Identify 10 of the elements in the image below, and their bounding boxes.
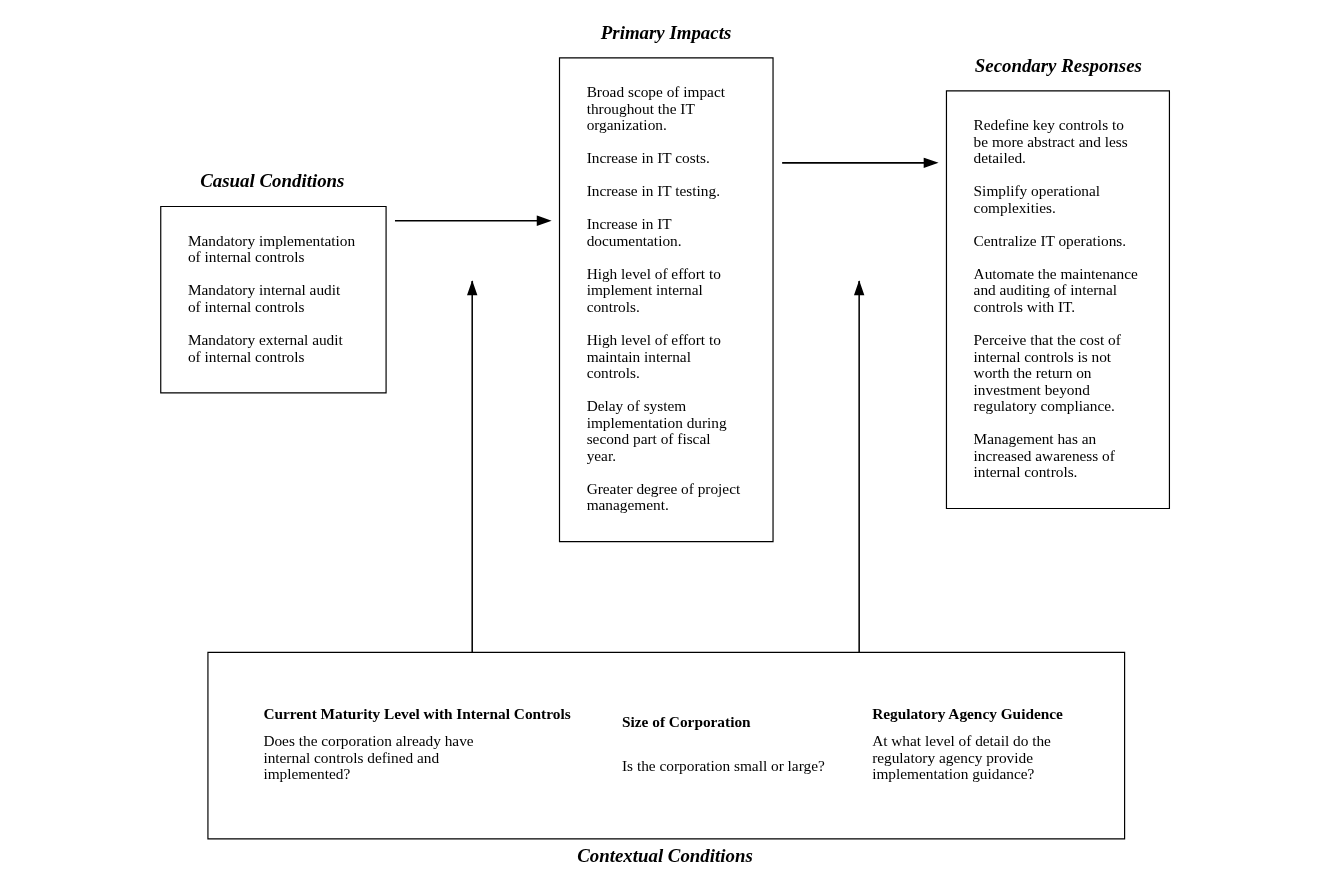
node-box: Redefine key controls to be more abstract and less detailed. Simplify operational complexities. Centralize IT operations. Automate the maintenance and auditing of internal controls with IT. Perceive that the cost of internal controls is not worth the return on investment beyond regulatory compliance. Management has an increased awareness of internal controls. (945, 90, 1170, 510)
arrow (393, 215, 552, 226)
node-label: Contextual Conditions (576, 845, 753, 867)
node-box: Broad scope of impact throughout the IT organization. Increase in IT costs. Increase in IT testing. Increase in IT documentation. High level of effort to implement internal controls. High level of effort to maintain internal controls. Delay of system implementation during second part of fiscal year. Greater degree of project management. (558, 57, 774, 543)
arrow (780, 157, 939, 169)
node-label: Primary Impacts (600, 21, 731, 43)
node-box: Current Maturity Level with Internal Controls Does the corporation already have internal controls defined and implemented? Size of Corporation Is the corporation small or large? Regulatory Agency Guidence At what level of detail do the regulatory agency provide implementation guidance? (206, 651, 1125, 840)
node-label: Secondary Responses (974, 54, 1142, 76)
node-label: Casual Conditions (199, 170, 344, 192)
node-box: Mandatory implementation of internal controls Mandatory internal audit of internal controls Mandatory external audit of internal controls (159, 205, 387, 394)
